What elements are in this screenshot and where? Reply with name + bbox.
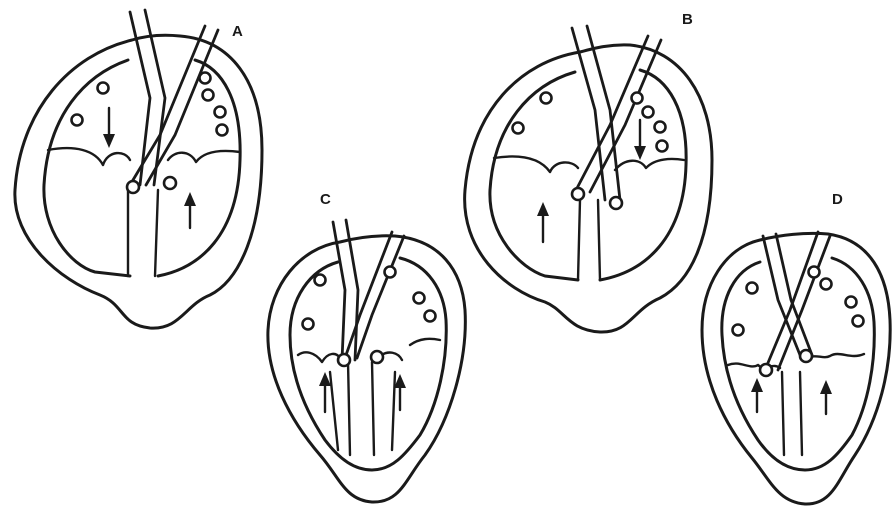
panel-a-catheter-2 (130, 26, 218, 185)
panel-a-label: A (232, 23, 243, 40)
panel-d-catheter-tip (800, 350, 812, 362)
panel-a-marker-dot (200, 73, 211, 84)
panel-d-outer-wall (702, 233, 890, 504)
panel-a-catheter-tip (127, 181, 139, 193)
panel-b-catheter-tip (610, 197, 622, 209)
panel-d-marker-dot (733, 325, 744, 336)
panel-b-inner-wall (490, 70, 686, 280)
panel-d-catheter-1 (763, 234, 812, 355)
panel-a-marker-dot (217, 125, 228, 136)
panel-d-marker-dot (809, 267, 820, 278)
panel-a-up-arrow (184, 192, 196, 228)
panel-c-catheter-2 (345, 232, 404, 358)
panel-d-valve-leaflets (728, 354, 864, 368)
panel-a-down-arrow (103, 108, 115, 148)
panel-d-marker-dot (747, 283, 758, 294)
panel-b-label: B (682, 11, 693, 28)
panel-d: D (702, 191, 890, 504)
panel-a-marker-dot (203, 90, 214, 101)
panel-b-up-arrow (537, 202, 549, 242)
panel-c: C (268, 191, 465, 502)
panel-b-septum (578, 200, 600, 280)
panel-b-marker-dot (513, 123, 524, 134)
panel-a-marker-dot (72, 115, 83, 126)
panel-b: B (465, 11, 712, 332)
panel-c-marker-dot (315, 275, 326, 286)
panel-b-marker-dot (632, 93, 643, 104)
panel-b-catheter-tip (572, 188, 584, 200)
panel-d-marker-dot (821, 279, 832, 290)
panel-d-septum (782, 372, 802, 455)
panel-d-up-arrow-right (820, 380, 832, 414)
panel-c-valve-leaflets (298, 339, 440, 362)
panel-a: A (15, 10, 262, 328)
panel-c-catheter-tip (338, 354, 350, 366)
panel-d-label: D (832, 191, 843, 208)
panel-c-septum (330, 362, 395, 455)
panel-c-outer-wall (268, 236, 465, 502)
panel-d-catheter-tip (760, 364, 772, 376)
panel-d-marker-dot (853, 316, 864, 327)
panel-d-up-arrow-left (751, 378, 763, 412)
panel-c-up-arrow-left (319, 372, 331, 412)
panel-a-catheter-tip (164, 177, 176, 189)
panel-c-marker-dot (414, 293, 425, 304)
panel-a-marker-dot (98, 83, 109, 94)
panel-c-marker-dot (425, 311, 436, 322)
panel-c-label: C (320, 191, 331, 208)
panel-b-marker-dot (643, 107, 654, 118)
panel-b-marker-dot (657, 141, 668, 152)
panel-c-inner-wall (290, 258, 446, 470)
panel-a-marker-dot (215, 107, 226, 118)
panel-b-catheter-1 (572, 26, 620, 200)
panel-c-marker-dot (303, 319, 314, 330)
panel-b-marker-dot (541, 93, 552, 104)
panel-d-marker-dot (846, 297, 857, 308)
panel-c-marker-dot (385, 267, 396, 278)
panel-c-catheter-tip (371, 351, 383, 363)
panel-b-down-arrow (634, 120, 646, 160)
panel-b-marker-dot (655, 122, 666, 133)
panel-a-outer-wall (15, 35, 262, 328)
panel-a-septum (128, 190, 158, 276)
